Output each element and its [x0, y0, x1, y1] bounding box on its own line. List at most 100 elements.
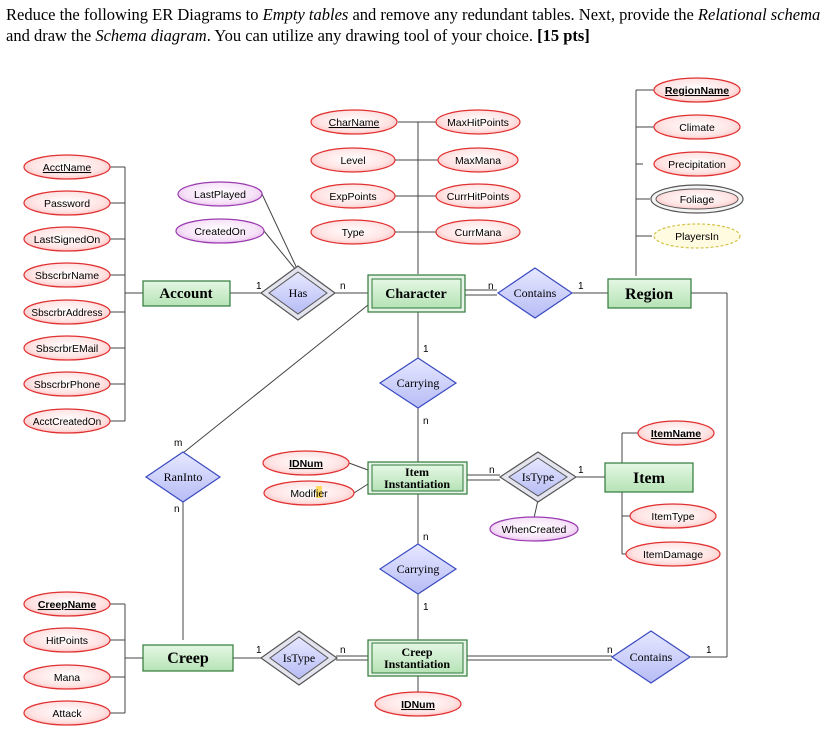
item-attributes: ItemName ItemType ItemDamage	[625, 420, 721, 567]
svg-text:MaxHitPoints: MaxHitPoints	[447, 117, 509, 129]
svg-text:AcctCreatedOn: AcctCreatedOn	[33, 417, 101, 428]
card-carrying-character: 1	[423, 344, 429, 355]
svg-text:Item: Item	[405, 465, 429, 479]
svg-text:CreatedOn: CreatedOn	[194, 226, 246, 238]
attribute-currhitpoints: CurrHitPoints	[435, 183, 521, 209]
svg-text:IsType: IsType	[283, 651, 315, 665]
svg-text:Instantiation: Instantiation	[384, 477, 450, 491]
cardinality-labels: 1 n n 1 1 n m n n 1 n 1 1 n n 1	[174, 281, 712, 656]
svg-text:Password: Password	[44, 198, 90, 210]
question-text: Reduce the following ER Diagrams to Empt…	[6, 4, 826, 46]
attribute-whencreated: WhenCreated	[489, 516, 579, 542]
svg-text:Contains: Contains	[630, 650, 673, 664]
svg-text:Contains: Contains	[514, 286, 557, 300]
svg-text:IsType: IsType	[522, 470, 554, 484]
card-carrying-item-instantiation: n	[423, 416, 429, 427]
svg-text:SbscrbrName: SbscrbrName	[35, 270, 99, 282]
svg-text:SbscrbrAddress: SbscrbrAddress	[31, 308, 102, 319]
attribute-sbscrbraddress: SbscrbrAddress	[23, 299, 111, 325]
svg-text:Has: Has	[289, 286, 308, 300]
svg-text:Climate: Climate	[679, 122, 715, 134]
svg-text:RegionName: RegionName	[665, 85, 729, 97]
svg-text:RanInto: RanInto	[164, 470, 203, 484]
attribute-attack: Attack	[23, 700, 111, 726]
svg-text:Creep: Creep	[167, 650, 209, 667]
svg-text:ItemName: ItemName	[651, 428, 701, 440]
card-carrying2-creep-instantiation: 1	[423, 602, 429, 613]
attribute-item-idnum: IDNum	[262, 450, 350, 476]
question-points: [15 pts]	[537, 26, 590, 45]
attribute-createdon: CreatedOn	[175, 218, 265, 244]
entity-item: Item	[604, 462, 694, 493]
attribute-maxmana: MaxMana	[437, 147, 519, 173]
question-part3: and draw the	[6, 26, 96, 45]
account-attributes: AcctName Password LastSignedOn SbscrbrNa…	[23, 154, 111, 434]
question-em-relational-schema: Relational schema	[697, 5, 821, 24]
svg-text:Region: Region	[625, 286, 673, 303]
attribute-currmana: CurrMana	[435, 219, 521, 245]
attribute-mana: Mana	[23, 664, 111, 690]
svg-text:Carrying: Carrying	[397, 562, 440, 576]
svg-text:IDNum: IDNum	[401, 699, 435, 711]
attribute-itemname: ItemName	[637, 420, 715, 446]
card-istype-item: 1	[578, 465, 584, 476]
attribute-regionname: RegionName	[653, 77, 741, 103]
card-contains-character: n	[488, 281, 494, 292]
svg-text:Type: Type	[342, 227, 365, 239]
svg-text:PlayersIn: PlayersIn	[675, 231, 719, 243]
svg-text:Account: Account	[159, 286, 212, 302]
svg-text:Character: Character	[385, 287, 446, 302]
svg-text:Carrying: Carrying	[397, 376, 440, 390]
entity-character: Character	[367, 274, 466, 313]
svg-text:IDNum: IDNum	[289, 458, 323, 470]
relationship-contains-creep-region: Contains	[610, 630, 692, 684]
question-part4: . You can utilize any drawing tool of yo…	[206, 26, 538, 45]
svg-text:Item: Item	[633, 470, 666, 487]
card-has-character: n	[340, 281, 346, 292]
card-istype-item-instantiation: n	[489, 465, 495, 476]
card-istype2-creep: 1	[256, 645, 262, 656]
svg-text:CreepName: CreepName	[38, 599, 97, 611]
svg-text:Creep: Creep	[401, 645, 432, 659]
attribute-foliage: Foliage	[650, 184, 744, 214]
svg-text:LastPlayed: LastPlayed	[194, 189, 246, 201]
card-contains-region: 1	[578, 281, 584, 292]
attribute-sbscrbrphone: SbscrbrPhone	[23, 371, 111, 397]
attribute-type: Type	[310, 219, 396, 245]
attribute-password: Password	[23, 190, 111, 216]
svg-text:CurrHitPoints: CurrHitPoints	[447, 191, 509, 203]
has-attributes: LastPlayed CreatedOn	[175, 181, 265, 244]
attribute-acctname: AcctName	[23, 154, 111, 180]
svg-text:AcctName: AcctName	[43, 162, 92, 174]
attribute-precipitation: Precipitation	[653, 151, 741, 177]
svg-text:Mana: Mana	[54, 672, 80, 684]
relationship-has: Has	[259, 265, 337, 321]
attribute-modifier: Modifier	[263, 480, 355, 506]
card-carrying2-item-instantiation: n	[423, 532, 429, 543]
card-raninto-character: m	[174, 438, 182, 449]
attribute-itemtype: ItemType	[629, 503, 717, 529]
region-attributes: RegionName Climate Precipitation Foliage…	[650, 77, 744, 249]
attribute-acctcreatedon: AcctCreatedOn	[23, 408, 111, 434]
attribute-sbscrbremail: SbscrbrEMail	[23, 335, 111, 361]
attribute-playersin: PlayersIn	[653, 223, 741, 249]
svg-text:ExpPoints: ExpPoints	[329, 191, 376, 203]
attribute-itemdamage: ItemDamage	[625, 541, 721, 567]
card-istype2-creep-instantiation: n	[340, 645, 346, 656]
card-contains2-creep-instantiation: n	[607, 645, 613, 656]
character-attributes: CharName Level ExpPoints Type MaxHitPoin…	[310, 109, 521, 245]
entity-account: Account	[142, 280, 231, 307]
entity-item-instantiation: Item Instantiation	[367, 461, 468, 495]
svg-text:ItemType: ItemType	[651, 511, 694, 523]
svg-text:Level: Level	[340, 155, 365, 167]
attribute-climate: Climate	[653, 114, 741, 140]
question-em-schema-diagram: Schema diagram	[95, 26, 207, 45]
relationship-carrying-character: Carrying	[378, 357, 458, 409]
entity-creep-instantiation: Creep Instantiation	[367, 639, 468, 677]
svg-text:Modifier: Modifier	[290, 488, 328, 500]
svg-text:LastSignedOn: LastSignedOn	[34, 234, 101, 246]
svg-text:Precipitation: Precipitation	[668, 159, 726, 171]
attribute-creep-idnum: IDNum	[374, 691, 462, 717]
attribute-maxhitpoints: MaxHitPoints	[435, 109, 521, 135]
